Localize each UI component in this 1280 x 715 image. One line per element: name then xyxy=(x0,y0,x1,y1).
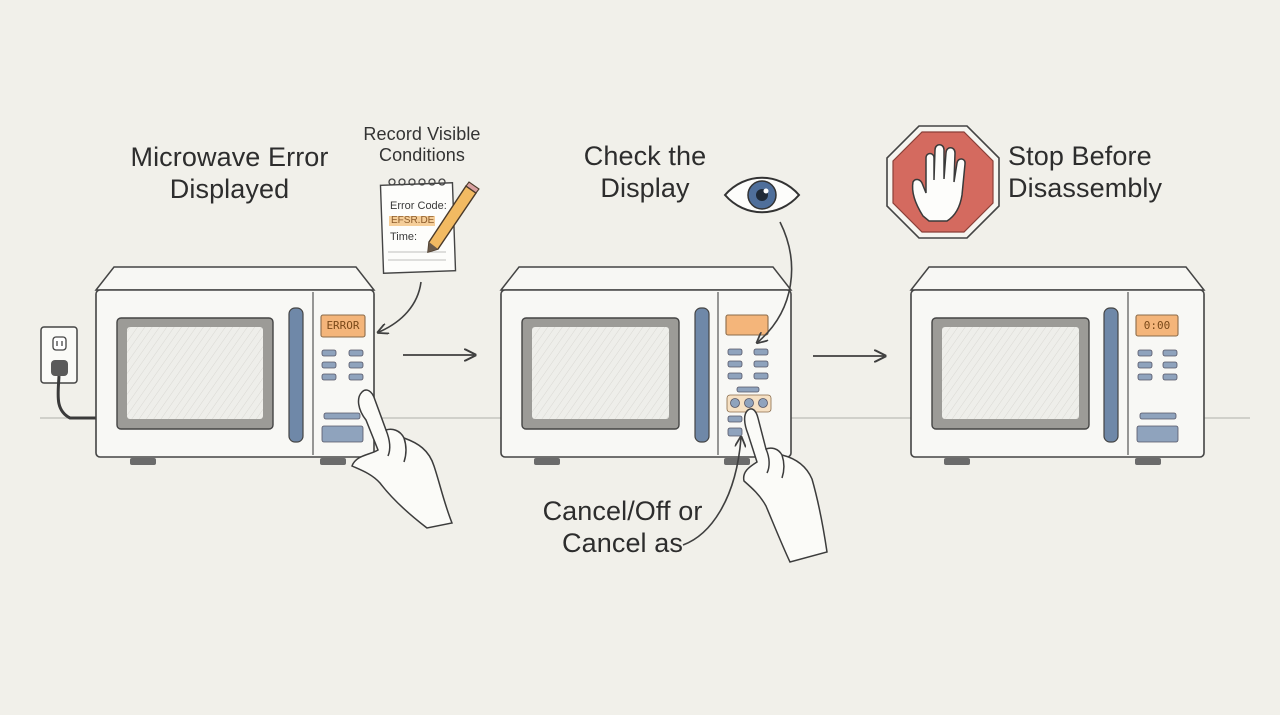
step1-label-line1: Microwave Error xyxy=(130,142,329,172)
display-time-text: 0:00 xyxy=(1143,319,1171,332)
pencil-icon xyxy=(427,181,480,253)
step2-label-line2: Display xyxy=(600,172,690,203)
step1-label: Microwave Error Displayed xyxy=(122,142,337,206)
record-label-line1: Record Visible xyxy=(363,124,481,144)
microwave-3-icon xyxy=(909,266,1206,465)
pressing-hand-icon xyxy=(351,389,454,529)
stop-sign-icon xyxy=(886,125,1000,239)
wall-outlet-icon xyxy=(40,326,96,420)
step3-label: Stop Before Disassembly xyxy=(1008,141,1180,205)
eye-icon xyxy=(723,176,801,214)
microwave-2-icon xyxy=(499,266,793,465)
record-label-line2: Conditions xyxy=(378,145,466,166)
record-label: Record Visible Conditions xyxy=(352,124,492,166)
cancel-label-line2: Cancel as xyxy=(562,527,683,558)
notepad-line-error-code: Error Code: xyxy=(390,200,447,212)
record-arrow xyxy=(379,281,422,332)
cancel-arrow xyxy=(682,438,741,546)
step3-label-line1: Stop Before xyxy=(1008,141,1152,171)
notepad-line-time: Time: xyxy=(390,231,418,243)
cancel-label: Cancel/Off or Cancel as xyxy=(530,496,715,560)
check-arrow xyxy=(758,221,793,342)
notepad-line-code-value: EFSR.DE xyxy=(391,215,435,226)
step1-label-line2: Displayed xyxy=(169,173,290,204)
microwave-1-icon xyxy=(94,266,376,465)
notepad-icon xyxy=(379,178,457,274)
display-error-text: ERROR xyxy=(326,319,360,332)
cancel-label-line1: Cancel/Off or xyxy=(542,496,703,526)
hand-icon xyxy=(911,144,966,222)
pressing-hand-2-icon xyxy=(742,408,828,563)
step2-label-line1: Check the xyxy=(583,141,707,171)
step2-label: Check the Display xyxy=(570,141,720,205)
step3-label-line2: Disassembly xyxy=(1008,172,1163,203)
